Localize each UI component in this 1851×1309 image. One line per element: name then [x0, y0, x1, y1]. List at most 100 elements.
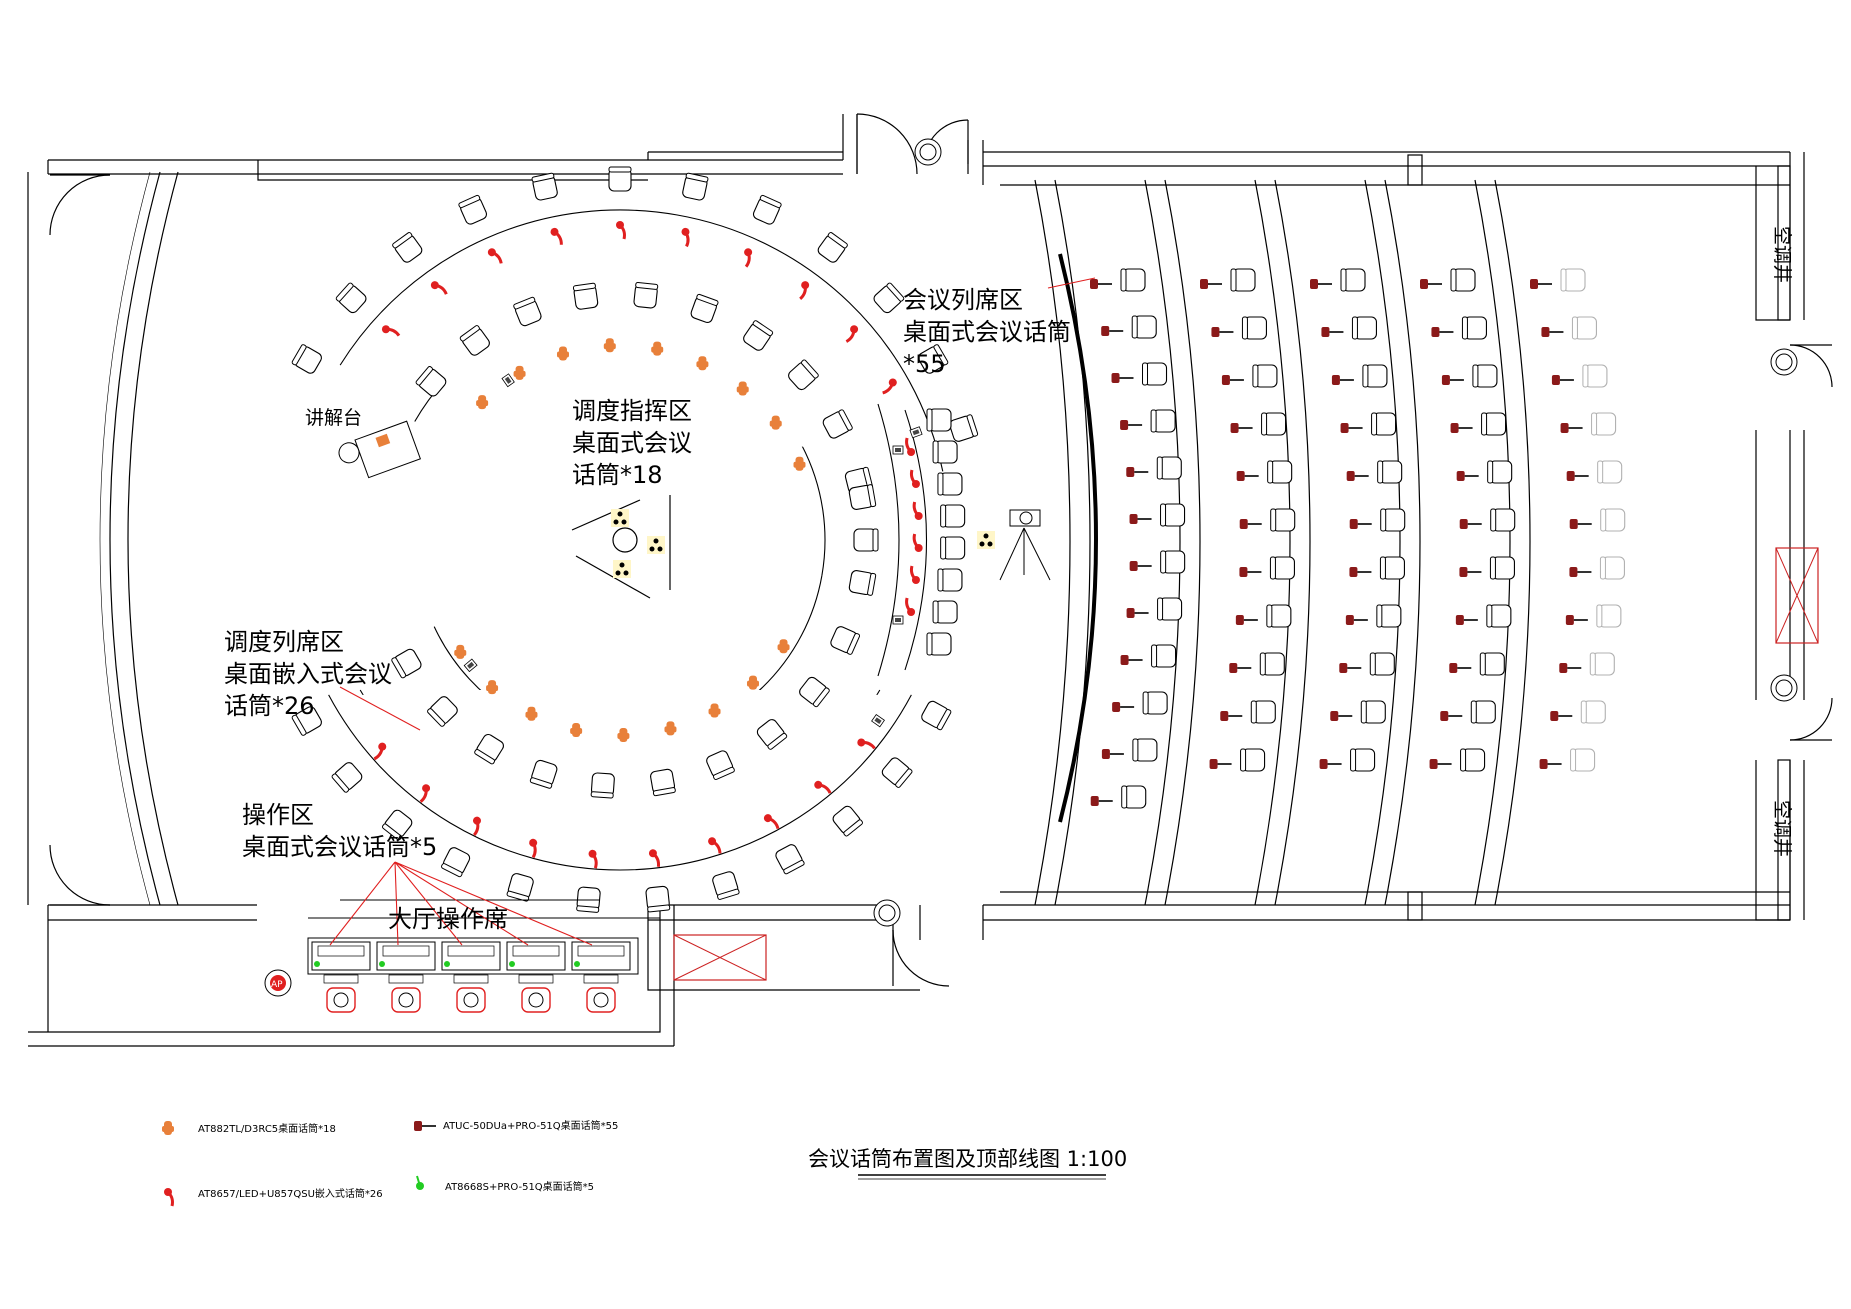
- podium-chair: [338, 442, 360, 464]
- gooseneck-mic-icon: [651, 341, 664, 356]
- tablet-icon: [892, 445, 904, 455]
- seating-divider-curve: [1494, 179, 1531, 906]
- chair-back: [1596, 604, 1603, 628]
- curved-desks: [328, 209, 944, 871]
- embedded-mic-icon: [882, 378, 897, 395]
- command-zone-title: 调度指挥区: [572, 397, 692, 425]
- camera-lens-icon: [1019, 511, 1033, 525]
- chair-back: [846, 632, 861, 655]
- wall-segment: [982, 151, 1790, 185]
- desktop-mic-icon: [1111, 373, 1134, 383]
- mic-base: [1236, 471, 1245, 481]
- chair-icon: [1377, 460, 1403, 484]
- monitor-icon: [577, 945, 625, 957]
- chair-back: [1487, 460, 1494, 484]
- desktop-mic-icon: [1090, 796, 1113, 806]
- chair-back: [291, 714, 307, 736]
- chair-back: [1142, 362, 1149, 386]
- desktop-mic-icon: [1559, 663, 1582, 673]
- chair-back: [1157, 597, 1164, 621]
- mic-stem: [882, 382, 895, 395]
- chair-back: [1156, 456, 1163, 480]
- chair-icon: [1589, 652, 1615, 676]
- chair-icon: [1570, 748, 1596, 772]
- chair-icon: [832, 805, 863, 837]
- chair-back: [1589, 652, 1596, 676]
- chair-icon: [1470, 700, 1496, 724]
- chair-icon: [712, 871, 740, 900]
- network-node-icon: [983, 533, 989, 539]
- chair-icon: [1380, 508, 1406, 532]
- shaft-hatch-cross: [673, 934, 767, 981]
- chair-icon: [1150, 409, 1176, 433]
- desktop-mic-icon: [1220, 711, 1243, 721]
- leader-line: [1047, 277, 1096, 289]
- gooseneck-mic-icon: [736, 381, 749, 396]
- mic-stem: [845, 329, 856, 343]
- mic-stem: [684, 231, 690, 248]
- chair-back: [843, 819, 863, 837]
- mic-base: [454, 649, 467, 656]
- chair-back: [572, 282, 596, 292]
- desktop-mic-icon: [1101, 749, 1124, 759]
- chair-back: [652, 787, 676, 797]
- mic-stem: [385, 327, 401, 337]
- chair-icon: [1560, 268, 1586, 292]
- mic-base: [1459, 519, 1468, 529]
- embedded-mic-icon: [845, 325, 859, 343]
- chair-back: [1380, 508, 1387, 532]
- chair-icon: [331, 762, 363, 793]
- chair-icon: [576, 886, 601, 913]
- ap-label: AP: [271, 980, 283, 990]
- network-node-icon: [653, 538, 659, 544]
- chair-icon: [1376, 604, 1402, 628]
- embedded-mic-icon: [744, 248, 753, 268]
- leader-lines: [329, 277, 1096, 946]
- chair-back: [1450, 268, 1457, 292]
- embedded-mic-icon: [430, 281, 448, 295]
- wall-segment: [47, 159, 843, 175]
- chair-icon: [1241, 316, 1267, 340]
- desktop-mic-icon: [1230, 423, 1253, 433]
- chair-back: [800, 359, 819, 379]
- chair-icon: [1160, 550, 1186, 574]
- door-swing: [892, 929, 950, 987]
- network-node-icon: [619, 562, 625, 568]
- keyboard-icon: [388, 974, 424, 984]
- mic-base: [1221, 375, 1230, 385]
- dispatch-desk-edge: [339, 209, 944, 472]
- chair-back: [1571, 316, 1578, 340]
- chair-back: [696, 293, 719, 306]
- embedded-mic-icon: [588, 849, 598, 869]
- chair-back: [1591, 412, 1598, 436]
- chair-icon: [1160, 503, 1186, 527]
- pillar: [1407, 891, 1423, 921]
- mic-stem: [909, 565, 918, 582]
- gooseneck-mic-icon: [603, 338, 616, 353]
- pillar: [1777, 165, 1791, 321]
- chair-icon: [1599, 556, 1625, 580]
- chair-back: [1369, 652, 1376, 676]
- mic-stem: [767, 816, 780, 830]
- mic-base: [1239, 519, 1248, 529]
- chair-icon: [633, 281, 659, 309]
- chair-icon: [848, 570, 877, 596]
- wall-segment: [257, 151, 843, 181]
- chair-back: [513, 296, 536, 310]
- chair-icon: [848, 484, 877, 510]
- chair-icon: [1142, 691, 1168, 715]
- gooseneck-mic-icon: [525, 706, 538, 721]
- chair-icon: [441, 847, 471, 878]
- desktop-mic-icon: [1551, 375, 1574, 385]
- chair-icon: [926, 408, 952, 432]
- gooseneck-mic-icon: [769, 415, 782, 430]
- chair-back: [458, 194, 481, 209]
- mic-base: [1330, 711, 1339, 721]
- chair-back: [1470, 700, 1477, 724]
- chair-back: [415, 366, 433, 386]
- console-mic-icon: [416, 1175, 424, 1190]
- chair-icon: [392, 232, 423, 263]
- desktop-mic-icon: [1345, 615, 1368, 625]
- chair-back: [1267, 460, 1274, 484]
- chair-back: [1131, 315, 1138, 339]
